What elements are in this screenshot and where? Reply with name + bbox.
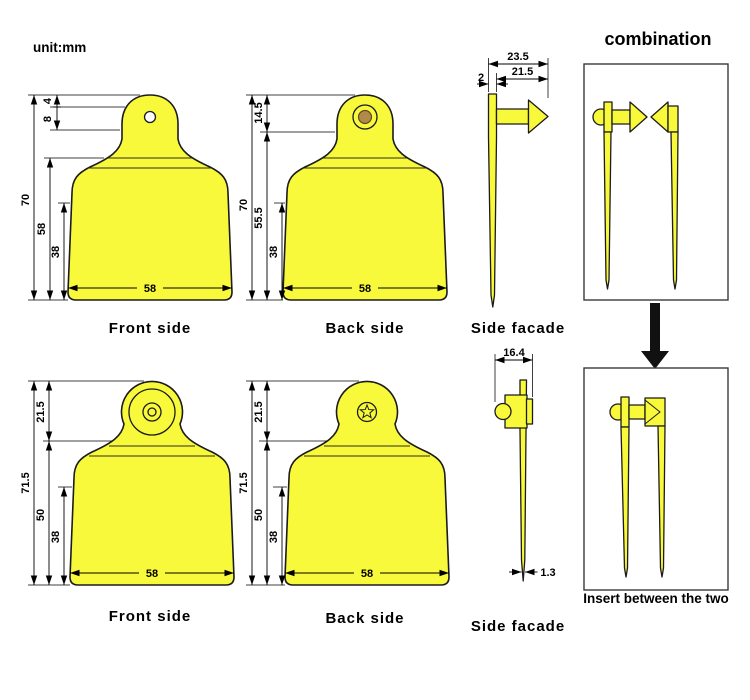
dim-label-71-5: 71.5 [238, 472, 250, 493]
top-front-tag-drawing [67, 94, 233, 301]
top-back-dimensions: 70 14.5 55.5 38 58 [238, 94, 447, 301]
dim-label-1-3: 1.3 [540, 567, 555, 579]
dim-label-71-5: 71.5 [20, 472, 32, 493]
dim-label-38: 38 [268, 531, 280, 543]
top-front-tag-outline [67, 94, 233, 301]
dim-label-8: 8 [42, 116, 54, 122]
male-collar [620, 396, 630, 428]
bottom-back-dimensions: 71.5 21.5 50 38 58 [238, 380, 449, 586]
socket-star-icon [359, 403, 375, 419]
button-ring-inner [147, 407, 157, 417]
dim-label-50: 50 [253, 509, 265, 521]
dim-label-21-5: 21.5 [512, 66, 533, 78]
dim-label-4: 4 [42, 97, 54, 104]
bottom-back-tag-outline [284, 380, 450, 586]
male-collar [603, 101, 613, 133]
top-front-dimensions: 70 58 38 4 8 58 [20, 94, 232, 301]
male-flag-strip [603, 131, 612, 290]
insert-caption: Insert between the two [583, 591, 729, 606]
top-front-pin-hole [143, 110, 157, 124]
top-front-label: Front side [109, 320, 192, 337]
dim-label-16-4: 16.4 [503, 347, 525, 359]
arrow-head-icon [641, 351, 669, 369]
combination-exploded-view [583, 63, 729, 301]
dim-label-21-5: 21.5 [253, 401, 265, 422]
top-side-dimensions: 23.5 21.5 2 [477, 51, 549, 98]
combination-arrow [641, 303, 669, 369]
dim-label-width: 58 [144, 283, 156, 295]
dim-label-21-5: 21.5 [35, 401, 47, 422]
top-side-facade-drawing [487, 93, 549, 308]
top-back-label: Back side [325, 320, 404, 337]
button-ring-outer [128, 388, 176, 436]
male-flag-strip [620, 426, 630, 578]
bottom-side-facade-drawing [494, 379, 534, 582]
combination-assembled-view [583, 367, 729, 591]
female-flag-strip [657, 425, 666, 578]
female-block [667, 105, 679, 133]
female-flange-profile [525, 398, 534, 425]
bottom-front-tag-outline [69, 380, 235, 586]
socket-ring [356, 401, 378, 423]
dim-label-23-5: 23.5 [507, 51, 528, 63]
unit-label: unit:mm [33, 40, 86, 55]
dim-label-width: 58 [146, 568, 158, 580]
male-shaft [611, 109, 631, 125]
combination-title: combination [605, 29, 712, 49]
male-tip [629, 101, 648, 133]
bottom-front-dimensions: 71.5 21.5 50 38 58 [20, 380, 234, 586]
arrow-shaft [650, 303, 660, 351]
bottom-front-tag-drawing [69, 380, 235, 586]
dim-label-38: 38 [50, 531, 62, 543]
bottom-side-dimensions: 16.4 1.3 [494, 347, 556, 579]
female-knob-profile [494, 402, 512, 421]
inserted-tip [644, 398, 661, 426]
top-side-label: Side facade [471, 320, 565, 337]
dim-label-38: 38 [268, 246, 280, 258]
dim-label-70: 70 [238, 199, 250, 211]
bottom-back-tag-drawing [284, 380, 450, 586]
dim-label-2: 2 [478, 72, 484, 84]
dim-label-width: 58 [359, 283, 371, 295]
bottom-front-label: Front side [109, 608, 192, 625]
dim-label-70: 70 [20, 194, 32, 206]
dim-label-width: 58 [361, 568, 373, 580]
dim-label-55-5: 55.5 [253, 207, 265, 228]
bottom-side-label: Side facade [471, 618, 565, 635]
dim-label-14-5: 14.5 [253, 102, 265, 123]
pin-tip-profile [527, 99, 549, 134]
button-ring-mid [142, 402, 162, 422]
top-back-button-core [357, 109, 373, 125]
pin-shaft-profile [495, 108, 530, 125]
dim-label-38: 38 [50, 246, 62, 258]
male-shaft [628, 404, 646, 420]
female-flag-profile [519, 379, 528, 582]
pin-flag-profile [487, 93, 498, 308]
dim-label-58: 58 [36, 223, 48, 235]
top-back-tag-drawing [282, 94, 448, 301]
female-flag-strip [670, 131, 679, 290]
dim-label-50: 50 [35, 509, 47, 521]
bottom-back-label: Back side [325, 610, 404, 627]
top-back-tag-outline [282, 94, 448, 301]
